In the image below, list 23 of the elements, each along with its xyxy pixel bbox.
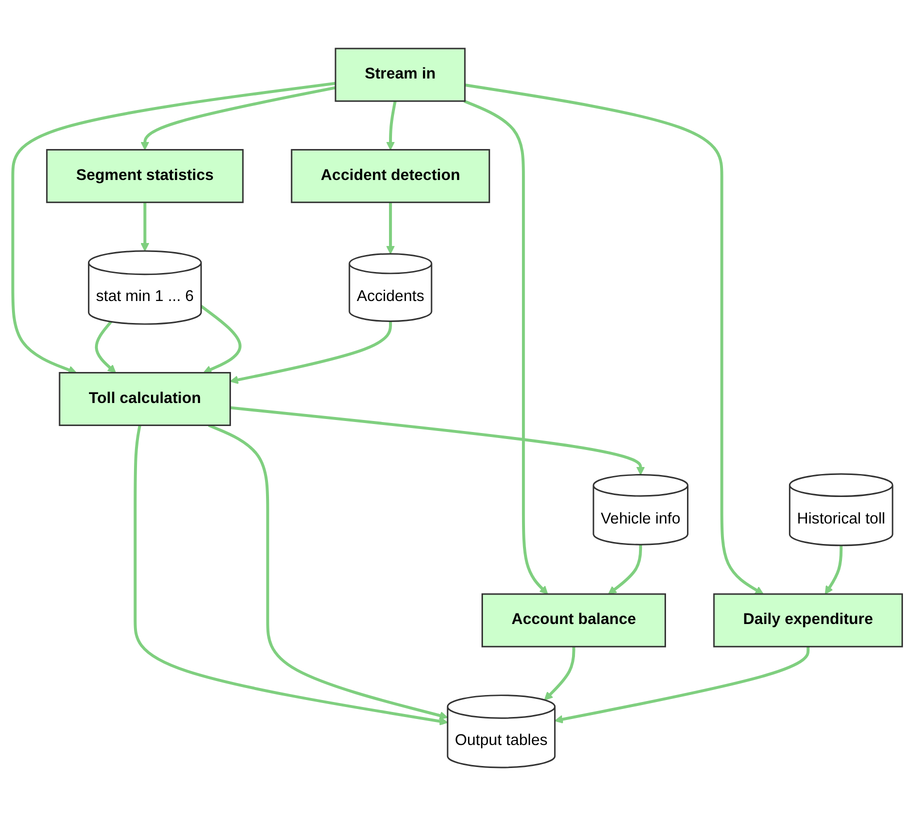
arrow [134, 425, 448, 726]
arrow [208, 424, 448, 720]
node-box: Accident detection [290, 149, 490, 204]
arrow [140, 86, 336, 150]
arrow [140, 202, 150, 252]
arrow [386, 100, 397, 150]
arrow [824, 545, 843, 594]
arrow [11, 82, 336, 374]
arrow [200, 304, 242, 374]
arrow [94, 320, 116, 374]
node-box: Stream in [334, 48, 466, 102]
arrow [608, 544, 642, 594]
node-box: Daily expenditure [713, 593, 903, 648]
node-box: Segment statistics [46, 149, 244, 204]
arrow [386, 202, 395, 254]
arrow [554, 646, 810, 724]
arrow [464, 84, 764, 594]
node-box: Toll calculation [58, 372, 231, 426]
arrow [230, 406, 645, 476]
arrow [544, 646, 576, 700]
node-box: Account balance [482, 593, 666, 648]
arrow [464, 100, 548, 594]
arrow [230, 321, 392, 384]
